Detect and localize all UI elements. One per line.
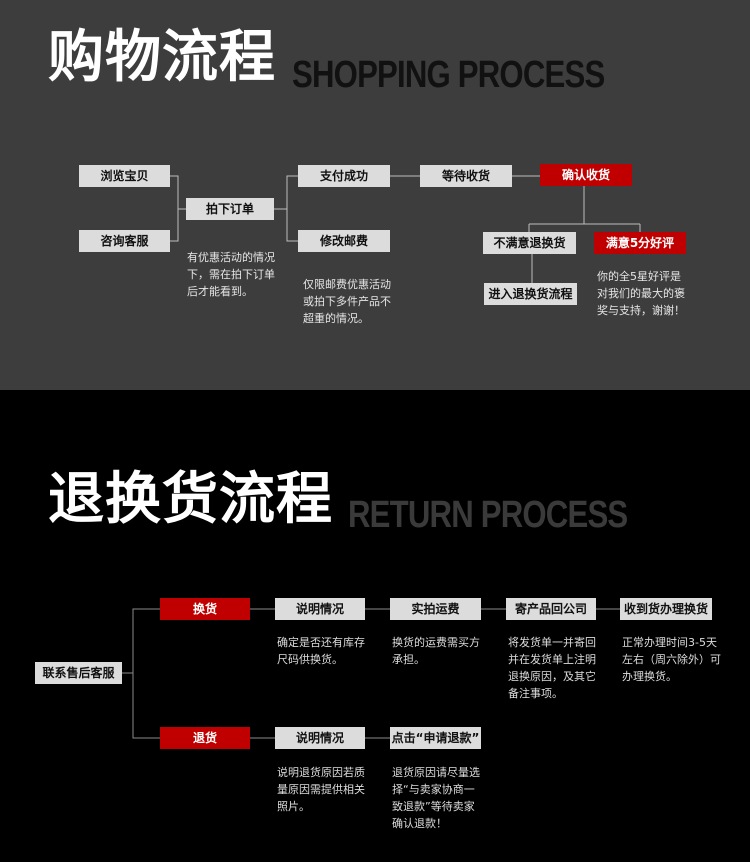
explain1-note: 确定是否还有库存 尺码供换货。 bbox=[277, 636, 365, 666]
explain-situation-refund-box: 说明情况 bbox=[275, 727, 365, 749]
refund-box: 退货 bbox=[160, 727, 250, 749]
shopping-connector-lines bbox=[170, 175, 641, 283]
apply-refund-note: 退货原因请尽量选 择“与卖家协商一 致退款”等待卖家 确认退款！ bbox=[392, 766, 480, 830]
browse-items-box: 浏览宝贝 bbox=[79, 165, 170, 187]
apply-refund-box: 点击“申请退款” bbox=[390, 727, 481, 749]
enter-return-process-box: 进入退换货流程 bbox=[484, 283, 577, 305]
shipping-fee-box: 实拍运费 bbox=[390, 598, 481, 620]
explain-situation-box: 说明情况 bbox=[275, 598, 365, 620]
shopping-title-cn: 购物流程 bbox=[48, 25, 276, 90]
postage-note: 仅限邮费优惠活动 或拍下多件产品不 超重的情况。 bbox=[303, 278, 391, 325]
received-note: 正常办理时间3-5天 左右（周六除外）可 办理换货。 bbox=[622, 636, 721, 683]
return-connector-lines bbox=[122, 608, 620, 739]
consult-service-box: 咨询客服 bbox=[79, 230, 170, 252]
exchange-box: 换货 bbox=[160, 598, 250, 620]
modify-postage-box: 修改邮费 bbox=[298, 230, 390, 252]
satisfied-review-box: 满意5分好评 bbox=[594, 232, 686, 254]
order-note: 有优惠活动的情况 下，需在拍下订单 后才能看到。 bbox=[187, 251, 275, 298]
shopping-process-panel: 购物流程 SHOPPING PROCESS 浏览宝贝 咨询客服 拍下订单 有优惠… bbox=[0, 0, 750, 390]
fee-note: 换货的运费需买方 承担。 bbox=[392, 636, 480, 666]
return-title-cn: 退换货流程 bbox=[48, 467, 333, 532]
satisfied-note: 你的全5星好评是 对我们的最大的褒 奖与支持，谢谢！ bbox=[597, 270, 685, 317]
confirm-receipt-box: 确认收货 bbox=[540, 164, 632, 186]
shopping-title-en: SHOPPING PROCESS bbox=[292, 54, 605, 96]
place-order-box: 拍下订单 bbox=[186, 198, 274, 220]
wait-receive-box: 等待收货 bbox=[420, 165, 512, 187]
send-back-box: 寄产品回公司 bbox=[506, 598, 596, 620]
return-title-en: RETURN PROCESS bbox=[348, 494, 628, 536]
received-exchange-box: 收到货办理换货 bbox=[620, 598, 712, 620]
return-process-panel: 退换货流程 RETURN PROCESS 联系售后客服 换货 说明情况 实拍运费… bbox=[0, 390, 750, 862]
contact-service-box: 联系售后客服 bbox=[35, 662, 122, 684]
explain2-note: 说明退货原因若质 量原因需提供相关 照片。 bbox=[277, 766, 365, 813]
payment-success-box: 支付成功 bbox=[298, 165, 390, 187]
send-back-note: 将发货单一并寄回 并在发货单上注明 退换原因，及其它 备注事项。 bbox=[508, 636, 596, 700]
unsatisfied-return-box: 不满意退换货 bbox=[483, 232, 576, 254]
